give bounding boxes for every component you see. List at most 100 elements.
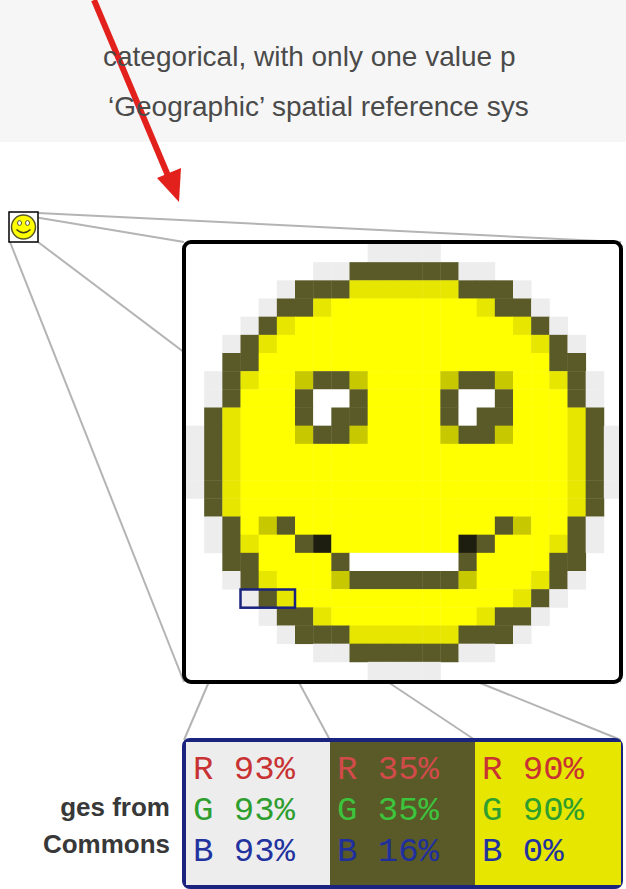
pixel	[495, 626, 514, 645]
pixel	[422, 353, 441, 372]
pixel	[422, 280, 441, 299]
pixel	[531, 553, 550, 572]
pixel	[241, 517, 260, 536]
pixel	[204, 517, 223, 536]
pixel	[477, 517, 496, 536]
pixel	[440, 644, 459, 663]
pixel	[368, 498, 387, 517]
pixel	[331, 535, 350, 554]
pixel	[368, 626, 387, 645]
pixel-value-cell: R 35%G 35%B 16%	[330, 742, 475, 885]
pixel	[568, 444, 587, 463]
pixel	[531, 480, 550, 499]
pixel	[549, 389, 568, 408]
pixel	[440, 626, 459, 645]
pixel	[313, 644, 332, 663]
pixel	[277, 426, 296, 445]
pixel	[477, 299, 496, 318]
pixel	[404, 553, 423, 572]
pixel	[331, 426, 350, 445]
pixel	[386, 299, 405, 318]
pixel	[477, 262, 496, 281]
pixel	[331, 299, 350, 318]
pixel	[477, 408, 496, 427]
pixel	[386, 571, 405, 590]
pixel	[313, 589, 332, 608]
pixel	[549, 553, 568, 572]
small-eye	[26, 221, 30, 226]
pixel	[277, 335, 296, 354]
pixel	[241, 498, 260, 517]
pixel	[350, 389, 369, 408]
pixel	[440, 299, 459, 318]
pixel	[531, 589, 550, 608]
pixel	[241, 371, 260, 390]
pixel	[531, 607, 550, 626]
pixel-value-cell: R 93%G 93%B 93%	[186, 742, 330, 885]
pixel	[277, 589, 296, 608]
pixel	[350, 517, 369, 536]
pixel	[386, 480, 405, 499]
pixel	[350, 262, 369, 281]
pixel	[295, 444, 314, 463]
pixel	[277, 444, 296, 463]
pixel	[259, 589, 278, 608]
pixel	[368, 426, 387, 445]
pixel-highlight	[241, 590, 296, 608]
pixel	[404, 426, 423, 445]
pixel	[222, 353, 241, 372]
pixel	[422, 244, 441, 263]
channel-value: B 93%	[193, 832, 324, 873]
pixel	[404, 498, 423, 517]
pixel	[495, 571, 514, 590]
pixel	[568, 535, 587, 554]
pixel	[331, 389, 350, 408]
pixel	[259, 317, 278, 336]
pixel	[495, 389, 514, 408]
pixel	[368, 607, 387, 626]
pixel	[422, 462, 441, 481]
pixel	[331, 553, 350, 572]
pixel	[350, 571, 369, 590]
pixel	[440, 335, 459, 354]
pixel	[259, 535, 278, 554]
pixel	[513, 280, 532, 299]
pixel	[440, 571, 459, 590]
pixel	[331, 571, 350, 590]
pixel	[313, 299, 332, 318]
pixel	[368, 462, 387, 481]
pixel	[531, 408, 550, 427]
pixel	[204, 408, 223, 427]
pixel	[586, 426, 605, 445]
pixel	[549, 517, 568, 536]
pixel	[331, 335, 350, 354]
pixel	[513, 335, 532, 354]
pixel	[331, 317, 350, 336]
pixel	[440, 426, 459, 445]
pixel	[440, 498, 459, 517]
pixel	[459, 299, 478, 318]
pixel	[422, 553, 441, 572]
pixel-grid	[186, 244, 622, 680]
pixel	[295, 553, 314, 572]
pixel	[331, 262, 350, 281]
pixel	[259, 389, 278, 408]
pixel	[477, 571, 496, 590]
channel-value: B 0%	[482, 832, 615, 873]
pixel	[513, 317, 532, 336]
pixel	[586, 498, 605, 517]
pixel	[422, 571, 441, 590]
pixel	[277, 626, 296, 645]
pixel	[422, 317, 441, 336]
pixel	[404, 480, 423, 499]
pixel	[386, 262, 405, 281]
pixel	[568, 462, 587, 481]
pixel	[459, 262, 478, 281]
pixel	[422, 335, 441, 354]
pixel	[241, 426, 260, 445]
pixel	[241, 462, 260, 481]
pixel	[295, 589, 314, 608]
pixel	[331, 353, 350, 372]
pixel	[459, 644, 478, 663]
pixel	[277, 299, 296, 318]
